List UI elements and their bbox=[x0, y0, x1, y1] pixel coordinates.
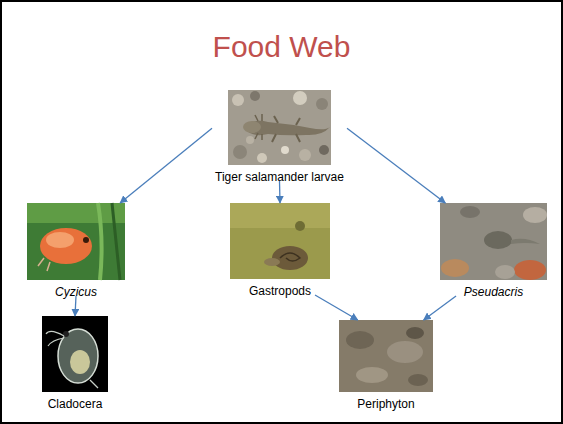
species-label: Gastropods bbox=[249, 284, 311, 298]
salamander-photo bbox=[228, 90, 331, 165]
species-label: Cladocera bbox=[48, 397, 103, 411]
food-arrow bbox=[347, 128, 445, 203]
pseudacris-photo bbox=[440, 203, 547, 280]
species-node: Cladocera bbox=[42, 316, 108, 408]
cladocera-photo bbox=[42, 316, 108, 392]
food-arrow bbox=[424, 296, 456, 320]
periphyton-photo bbox=[339, 320, 433, 392]
food-arrow bbox=[120, 128, 212, 203]
species-label: Tiger salamander larvae bbox=[215, 170, 344, 184]
species-label: Periphyton bbox=[357, 397, 414, 411]
slide-title: Food Web bbox=[0, 30, 563, 64]
species-label: Cyzicus bbox=[55, 285, 97, 299]
species-node: Tiger salamander larvae bbox=[212, 90, 347, 181]
cyzicus-photo bbox=[27, 203, 125, 280]
food-arrow bbox=[315, 295, 358, 320]
species-node: Cyzicus bbox=[27, 203, 125, 296]
species-node: Gastropods bbox=[230, 203, 330, 295]
species-label: Pseudacris bbox=[464, 285, 523, 299]
species-node: Pseudacris bbox=[440, 203, 547, 296]
food-arrow bbox=[75, 296, 76, 316]
gastropods-photo bbox=[230, 203, 330, 279]
food-arrow bbox=[279, 181, 281, 203]
species-node: Periphyton bbox=[339, 320, 433, 408]
